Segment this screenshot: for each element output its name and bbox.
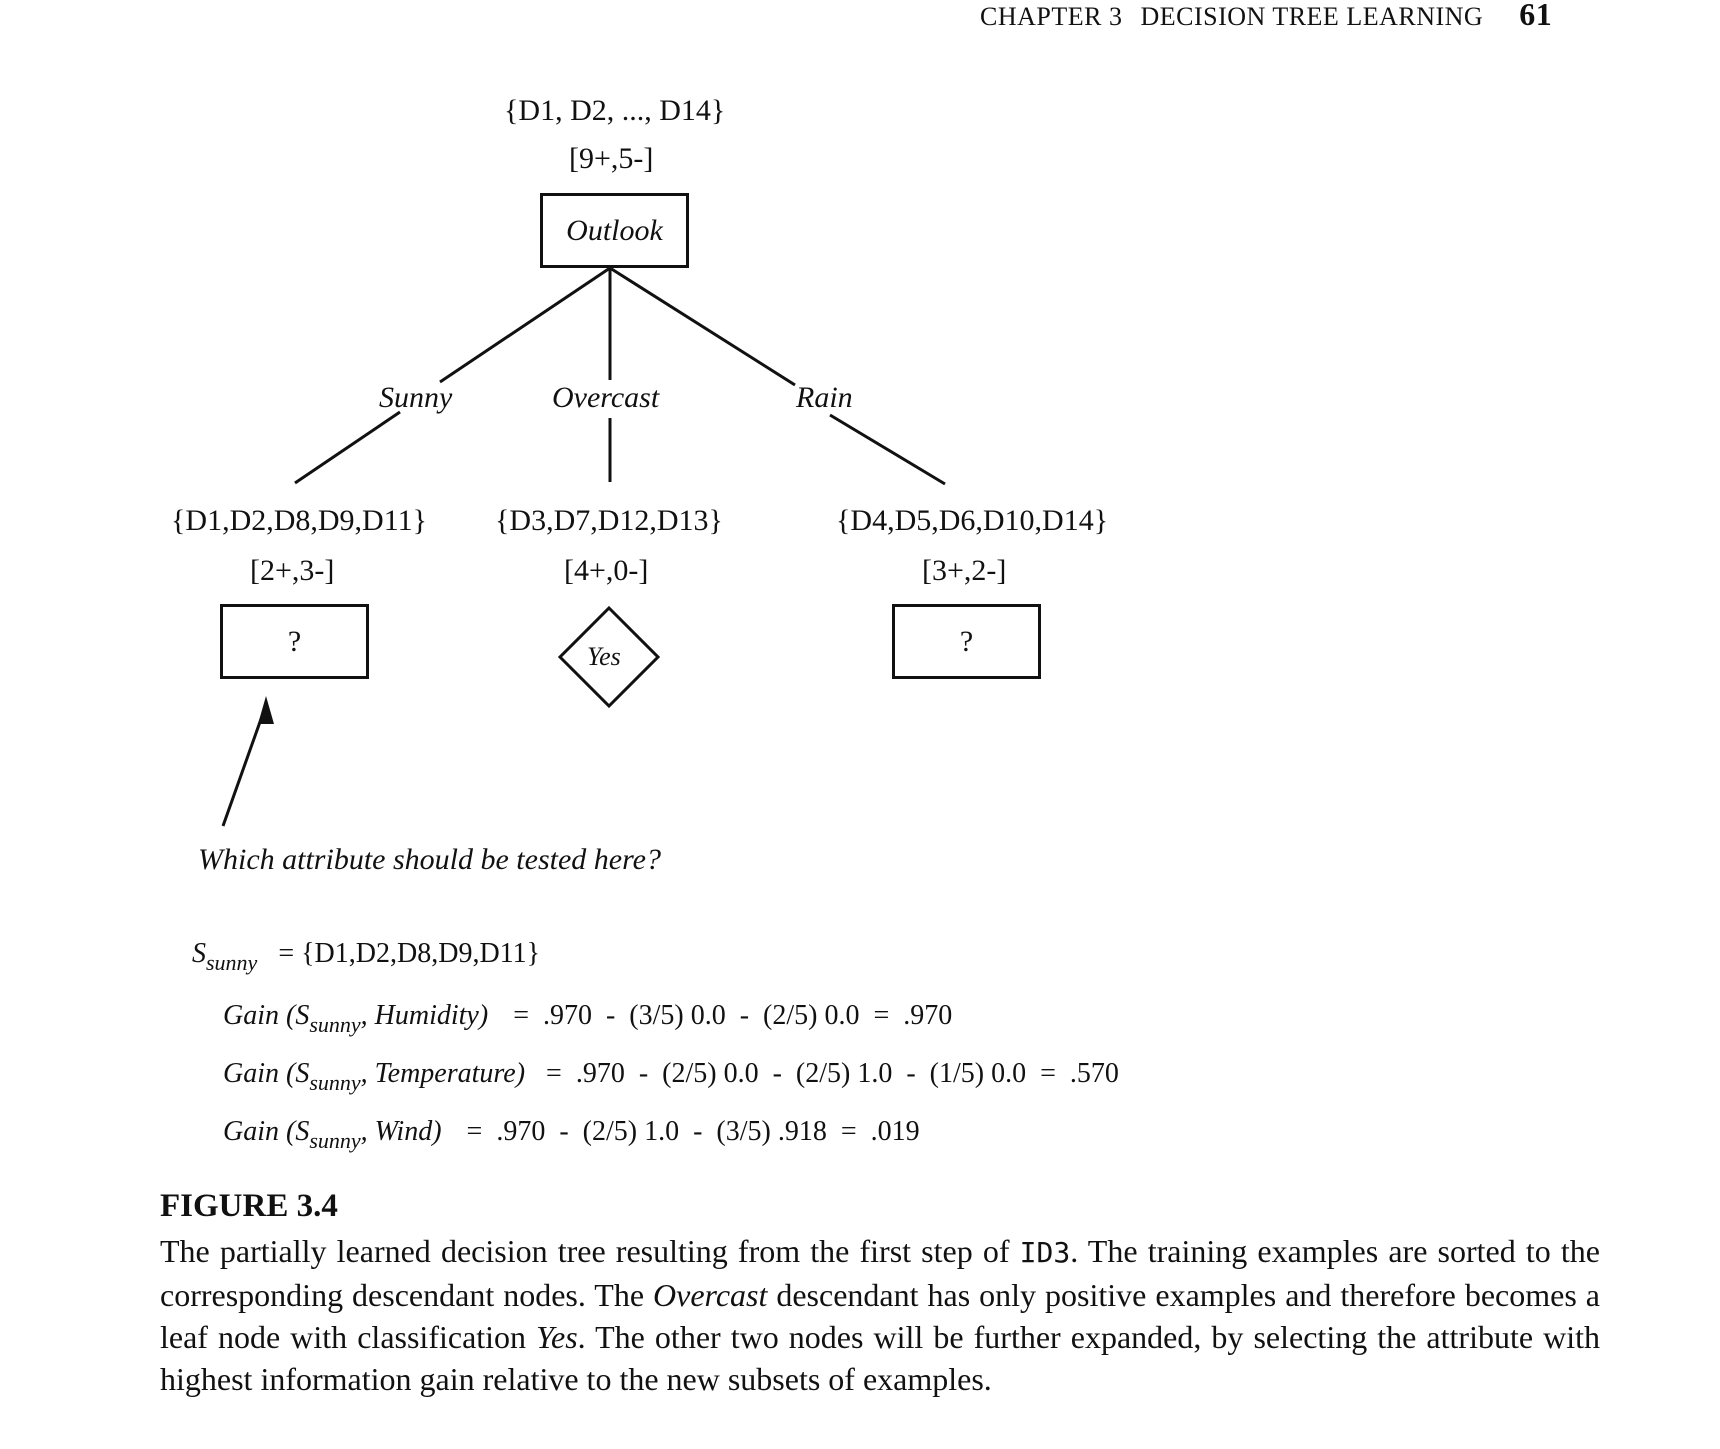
root-example-set: {D1, D2, ..., D14} xyxy=(504,94,726,127)
sunny-example-set: {D1,D2,D8,D9,D11} xyxy=(171,504,428,537)
figure-label: FIGURE 3.4 xyxy=(160,1188,338,1224)
root-attribute-node: Outlook xyxy=(540,193,689,268)
edge-root-sunny-lower xyxy=(294,410,401,485)
figure-caption: The partially learned decision tree resu… xyxy=(160,1233,1601,1397)
edge-root-rain-lower xyxy=(829,413,946,486)
overcast-leaf-label: Yes xyxy=(587,642,621,671)
question-arrow-head xyxy=(258,696,274,724)
sunny-undecided-node: ? xyxy=(220,604,369,679)
branch-label-sunny: Sunny xyxy=(379,381,453,414)
root-attribute-label: Outlook xyxy=(566,213,663,247)
gain-wind-equation: Gain (Ssunny, Wind) = .970 - (2/5) 1.0 -… xyxy=(223,1116,920,1153)
chapter-title: DECISION TREE LEARNING xyxy=(1140,2,1484,31)
overcast-counts: [4+,0-] xyxy=(564,554,649,587)
overcast-example-set: {D3,D7,D12,D13} xyxy=(495,504,723,537)
rain-undecided-node: ? xyxy=(892,604,1041,679)
rain-node-label: ? xyxy=(959,624,974,658)
gain-temperature-equation: Gain (Ssunny, Temperature) = .970 - (2/5… xyxy=(223,1058,1119,1095)
chapter-label: CHAPTER 3 xyxy=(980,2,1123,31)
s-sunny-definition: Ssunny = {D1,D2,D8,D9,D11} xyxy=(192,938,541,975)
rain-example-set: {D4,D5,D6,D10,D14} xyxy=(836,504,1109,537)
branch-label-rain: Rain xyxy=(796,381,853,414)
edge-root-sunny-upper xyxy=(439,266,611,384)
sunny-node-label: ? xyxy=(287,624,302,658)
root-counts: [9+,5-] xyxy=(569,142,654,175)
id3-name: ID3 xyxy=(1019,1236,1071,1269)
edge-root-rain-upper xyxy=(609,266,796,387)
page-number: 61 xyxy=(1519,0,1553,32)
running-header: CHAPTER 3 DECISION TREE LEARNING 61 xyxy=(980,0,1552,33)
gain-humidity-equation: Gain (Ssunny, Humidity) = .970 - (3/5) 0… xyxy=(223,1000,953,1037)
branch-label-overcast: Overcast xyxy=(552,381,660,414)
question-text: Which attribute should be tested here? xyxy=(198,843,661,876)
yes-leaf-diamond xyxy=(557,605,661,709)
sunny-counts: [2+,3-] xyxy=(250,554,335,587)
question-arrow-line xyxy=(221,704,268,827)
rain-counts: [3+,2-] xyxy=(922,554,1007,587)
